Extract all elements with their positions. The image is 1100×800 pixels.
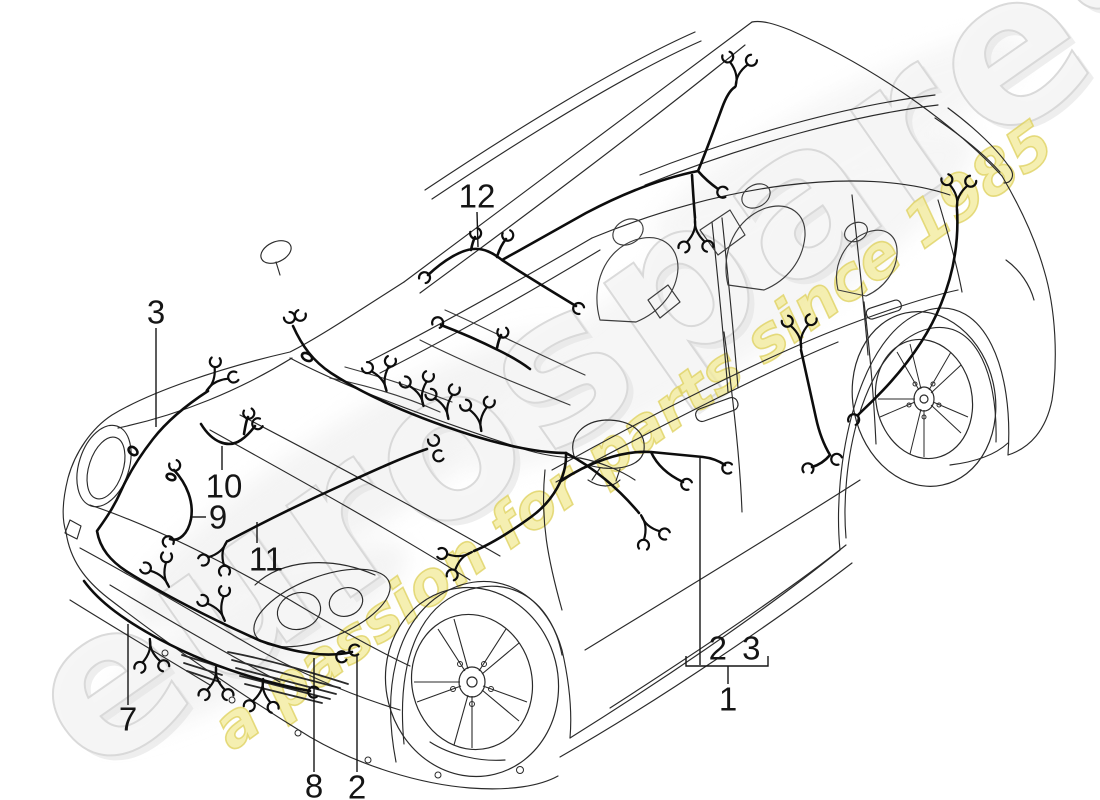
- side-crease: [584, 479, 861, 651]
- rocker-line2: [559, 562, 853, 758]
- b-pillar: [711, 217, 739, 393]
- hood-front-line: [89, 504, 411, 667]
- side-window-top: [591, 180, 951, 239]
- bumper-corner: [429, 741, 506, 761]
- harness-door-loop: [559, 450, 727, 484]
- connector-block-2: [300, 351, 314, 363]
- taillight-line: [1005, 259, 1035, 301]
- roof-rail-far: [424, 31, 702, 200]
- beltline: [551, 289, 959, 483]
- rear-spokes: [878, 343, 969, 457]
- callout-9: 9: [208, 498, 228, 536]
- group-bracket: [685, 656, 769, 684]
- front-door-shutline: [723, 331, 743, 513]
- callout-7: 7: [118, 700, 138, 738]
- callout-8: 8: [304, 767, 324, 800]
- front-lugs: [450, 661, 494, 707]
- rear-door-shutline: [863, 301, 877, 445]
- harness-cowl-drop: [472, 451, 568, 553]
- roof-front-edge: [403, 21, 753, 283]
- callout-group-members: 2 3: [708, 629, 764, 667]
- rocker-edge: [569, 549, 841, 739]
- roof-inner-line: [419, 44, 746, 294]
- callout-group-ref: 1: [718, 680, 738, 718]
- callout-11: 11: [248, 540, 284, 578]
- connector-block-3: [165, 472, 177, 482]
- harness-front-main: [95, 389, 354, 656]
- leader-line-12: [476, 211, 479, 248]
- headlight-near: [253, 562, 391, 648]
- roof-rail-near: [639, 94, 939, 186]
- front-wheel-arch: [390, 580, 572, 763]
- callout-3: 3: [146, 293, 166, 331]
- dash-lines: [419, 309, 586, 406]
- fog-lamp: [64, 519, 82, 540]
- rear-lugs: [906, 381, 942, 420]
- door-handle-rear: [865, 299, 902, 320]
- interior-seats: [596, 183, 898, 323]
- harness-rear-door: [799, 348, 832, 469]
- parking-sensors: [161, 649, 524, 779]
- door-handle-front: [695, 397, 739, 423]
- front-spokes: [414, 618, 528, 748]
- connector-block-1: [127, 445, 139, 457]
- cowl-line: [289, 357, 581, 459]
- bumper-top-line: [79, 547, 401, 711]
- silhouette-front-lower: [65, 531, 559, 790]
- bumper-mid-line: [109, 584, 281, 683]
- harness-bumper-lower: [82, 579, 312, 693]
- callout-leaders: [127, 211, 769, 772]
- front-arch-inner: [401, 585, 563, 745]
- rear-wheel: [851, 311, 997, 487]
- harness-cowl: [291, 324, 568, 455]
- a-pillar: [367, 237, 601, 374]
- grille: [181, 651, 349, 704]
- harness-loop-9: [168, 468, 193, 541]
- callout-12: 12: [458, 177, 496, 215]
- hood-edge-far: [117, 357, 293, 429]
- front-wheel: [384, 586, 560, 778]
- rear-arch-inner: [844, 327, 997, 539]
- car-body: [62, 20, 1056, 790]
- rocker-line3: [609, 544, 847, 709]
- harness-door-branch: [564, 451, 641, 515]
- hood-crease-2: [239, 414, 501, 557]
- fender-to-door: [542, 457, 636, 611]
- headlight-far: [76, 424, 132, 508]
- harness-roof-riser: [690, 85, 737, 220]
- c-pillar: [851, 194, 869, 356]
- rear-bumper: [1001, 175, 1056, 456]
- side-mirror: [572, 419, 645, 487]
- silhouette-left: [62, 281, 405, 533]
- harness-d-pillar: [856, 207, 959, 417]
- callout-2: 2: [347, 768, 367, 800]
- d-pillar: [937, 199, 963, 293]
- harness-roof-12: [426, 169, 700, 308]
- far-mirror: [260, 240, 292, 276]
- bumper-skirt-line: [69, 599, 211, 686]
- hood-crease-1: [209, 429, 471, 581]
- wiring-harness: [82, 50, 978, 714]
- rear-spoiler: [934, 107, 1013, 184]
- rear-bumper-line: [949, 442, 1009, 466]
- callout-10: 10: [205, 467, 243, 505]
